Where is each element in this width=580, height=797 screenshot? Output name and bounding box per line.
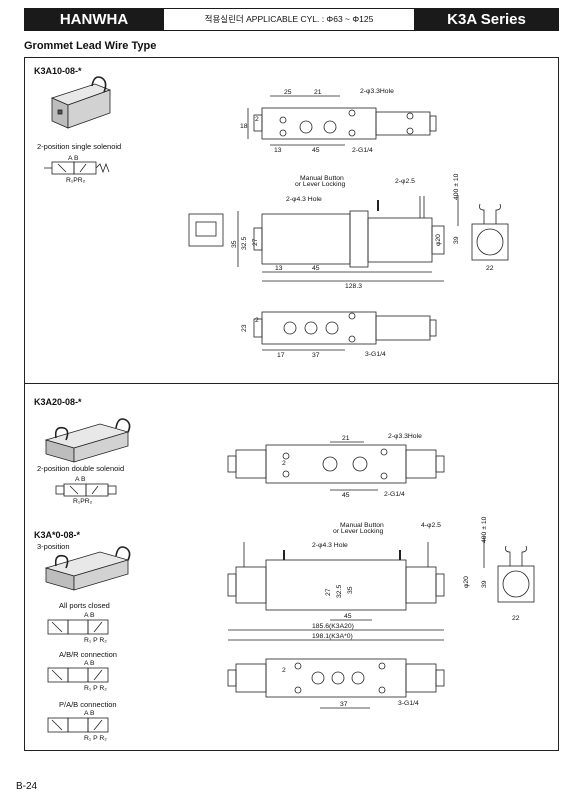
- dim-25: 25: [284, 89, 292, 96]
- ports-bottom-double: R₁PR₂: [73, 498, 93, 505]
- bottom-view-3pos: [227, 658, 445, 709]
- dim-port-g14-double: 2-G1/4: [384, 491, 405, 498]
- dim-21-double: 21: [342, 435, 350, 442]
- ports-top-single: A B: [68, 155, 79, 162]
- desc-double-solenoid: 2-position double solenoid: [37, 464, 125, 473]
- dim-45-3pos: 45: [344, 613, 352, 620]
- dim-37-single: 37: [312, 352, 320, 359]
- dim-port-3-g14-3pos: 3-G1/4: [398, 700, 419, 707]
- dim-phi20-3pos: φ20: [463, 576, 470, 588]
- valve-illustration-double: [44, 418, 131, 463]
- dim-27-3pos: 27: [325, 588, 332, 596]
- ports-top-double: A B: [75, 476, 86, 483]
- symbol-abr: [47, 667, 109, 683]
- dim-2-bottom: 2: [255, 317, 259, 324]
- ports-top-2: A B: [84, 660, 95, 667]
- series-label: K3A Series: [414, 8, 559, 31]
- dim-hole-3-3-double: 2-φ3.3Hole: [388, 433, 422, 440]
- ports-bottom-3: R₁ P R₂: [84, 735, 107, 742]
- dim-18: 18: [240, 123, 248, 130]
- label-lever-locking-1: or Lever Locking: [295, 181, 345, 188]
- dim-39-3pos: 39: [481, 580, 488, 588]
- model-k3a10: K3A10-08-*: [34, 66, 82, 76]
- dim-22-side: 22: [486, 265, 494, 272]
- label-lever-locking-2: or Lever Locking: [333, 528, 383, 535]
- section-title: Grommet Lead Wire Type: [24, 40, 157, 52]
- desc-3-position: 3-position: [37, 542, 70, 551]
- dim-23: 23: [241, 324, 248, 332]
- dim-21: 21: [314, 89, 322, 96]
- dim-hole-3-3: 2-φ3.3Hole: [360, 88, 394, 95]
- variant-abr: A/B/R connection: [59, 650, 117, 659]
- dim-128-3: 128.3: [345, 283, 362, 290]
- ports-bottom-1: R₁ P R₂: [84, 637, 107, 644]
- dim-hole-4-3-3pos: 2-φ4.3 Hole: [312, 542, 348, 549]
- dim-45-front: 45: [312, 265, 320, 272]
- ports-top-1: A B: [84, 612, 95, 619]
- top-view-double: [227, 441, 445, 491]
- symbol-double-solenoid: [55, 483, 117, 497]
- page-header: HANWHA 적용실린더 APPLICABLE CYL. : Φ63 ~ Φ12…: [24, 8, 559, 31]
- dim-cable-400-3pos: 400 ± 10: [481, 516, 488, 543]
- drawing-frame: [24, 57, 559, 751]
- ports-top-3: A B: [84, 710, 95, 717]
- dim-22-side-3pos: 22: [512, 615, 520, 622]
- variant-pab: P/A/B connection: [59, 700, 117, 709]
- ports-bottom-2: R₁ P R₂: [84, 685, 107, 692]
- applicable-cylinder-text: 적용실린더 APPLICABLE CYL. : Φ63 ~ Φ125: [164, 8, 414, 31]
- front-view-3pos: [227, 536, 535, 641]
- brand-label: HANWHA: [24, 8, 164, 31]
- ports-bottom-single: R₁PR₂: [66, 177, 86, 184]
- dim-hole-4x2-5: 4-φ2.5: [421, 522, 441, 529]
- front-view-single: [188, 195, 509, 282]
- label-manual-button-2: Manual Button: [340, 522, 384, 529]
- variant-all-closed: All ports closed: [59, 601, 110, 610]
- dim-32-5-3pos: 32.5: [336, 585, 343, 598]
- valve-illustration-single: [50, 76, 112, 129]
- symbol-all-closed: [47, 619, 109, 635]
- dim-13-front: 13: [275, 265, 283, 272]
- dim-185-6: 185.6(K3A20): [312, 623, 354, 630]
- dim-35: 35: [231, 240, 238, 248]
- dim-hole-4-3: 2-φ4.3 Hole: [286, 196, 322, 203]
- dim-32-5: 32.5: [241, 237, 248, 250]
- bottom-view-single: [253, 311, 437, 351]
- desc-single-solenoid: 2-position single solenoid: [37, 142, 122, 151]
- dim-2-3pos: 2: [282, 667, 286, 674]
- dim-198-1: 198.1(K3A*0): [312, 633, 353, 640]
- dim-13-top: 13: [274, 147, 282, 154]
- dim-35-3pos: 35: [347, 586, 354, 594]
- dim-37-3pos: 37: [340, 701, 348, 708]
- dim-27: 27: [252, 238, 259, 246]
- label-manual-button-1: Manual Button: [300, 175, 344, 182]
- frame-divider: [24, 383, 559, 384]
- dim-port-3-g14: 3-G1/4: [365, 351, 386, 358]
- dim-cable-400: 400 ± 10: [453, 173, 460, 200]
- dim-2-double: 2: [282, 460, 286, 467]
- dim-hole-2-5: 2-φ2.5: [395, 178, 415, 185]
- model-k3a20: K3A20-08-*: [34, 397, 82, 407]
- dim-2-top: 2: [255, 116, 259, 123]
- dim-port-g14: 2-G1/4: [352, 147, 373, 154]
- top-view-single: [247, 95, 437, 146]
- page-number: B-24: [16, 781, 38, 792]
- symbol-pab: [47, 717, 109, 733]
- dim-17: 17: [277, 352, 285, 359]
- symbol-single-solenoid: [44, 161, 110, 175]
- dim-45-double: 45: [342, 492, 350, 499]
- dim-phi20: φ20: [435, 234, 442, 246]
- valve-illustration-3pos: [44, 546, 131, 591]
- dim-45-top: 45: [312, 147, 320, 154]
- model-k3a-3pos: K3A*0-08-*: [34, 530, 81, 540]
- dim-39: 39: [453, 236, 460, 244]
